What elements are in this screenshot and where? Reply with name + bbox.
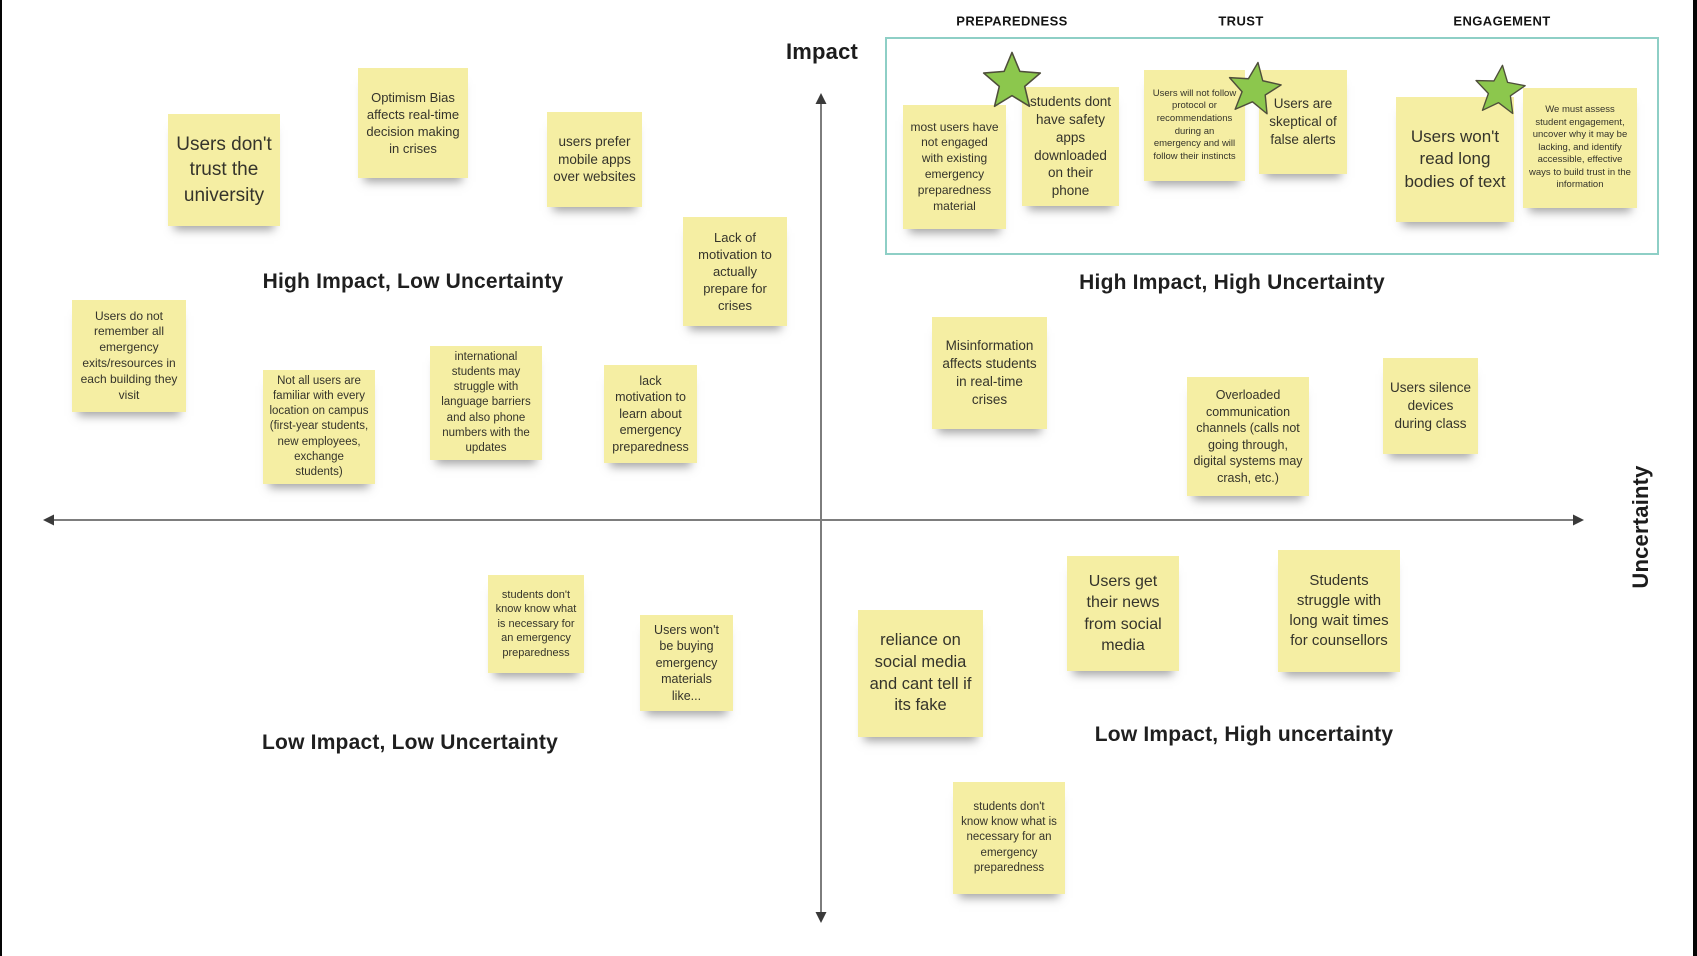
sticky-note-text: reliance on social media and cant tell i… xyxy=(869,630,972,715)
sticky-note[interactable]: Users won't be buying emergency material… xyxy=(640,615,733,711)
sticky-note[interactable]: lack motivation to learn about emergency… xyxy=(604,365,697,463)
sticky-note[interactable]: students dont have safety apps downloade… xyxy=(1022,87,1119,206)
sticky-note[interactable]: Optimism Bias affects real-time decision… xyxy=(358,68,468,178)
sticky-note-text: students dont have safety apps downloade… xyxy=(1029,94,1112,199)
sticky-note[interactable]: students don't know know what is necessa… xyxy=(488,575,584,673)
sticky-note-text: most users have not engaged with existin… xyxy=(910,119,999,213)
sticky-note[interactable]: reliance on social media and cant tell i… xyxy=(858,610,983,737)
sticky-note[interactable]: most users have not engaged with existin… xyxy=(903,105,1006,229)
category-header-trust: TRUST xyxy=(1218,13,1264,29)
sticky-note[interactable]: Users won't read long bodies of text xyxy=(1396,97,1514,222)
sticky-note-text: lack motivation to learn about emergency… xyxy=(612,373,689,454)
quadrant-label-high-impact-high-uncertainty: High Impact, High Uncertainty xyxy=(1079,271,1385,294)
sticky-note[interactable]: Overloaded communication channels (calls… xyxy=(1187,377,1309,496)
sticky-note[interactable]: Lack of motivation to actually prepare f… xyxy=(683,217,787,326)
sticky-note-text: Users won't be buying emergency material… xyxy=(654,622,719,703)
sticky-note-text: users prefer mobile apps over websites xyxy=(553,133,636,185)
left-edge-bar xyxy=(0,0,2,956)
sticky-note-text: students don't know know what is necessa… xyxy=(495,588,577,659)
sticky-note-text: Users get their news from social media xyxy=(1084,573,1162,654)
quadrant-label-low-impact-low-uncertainty: Low Impact, Low Uncertainty xyxy=(262,731,558,754)
sticky-note-text: Misinformation affects students in real-… xyxy=(942,338,1037,407)
sticky-note-text: Not all users are familiar with every lo… xyxy=(269,374,369,478)
sticky-note-text: students don't know know what is necessa… xyxy=(961,801,1057,874)
sticky-note[interactable]: Misinformation affects students in real-… xyxy=(932,317,1047,429)
sticky-note-text: international students may struggle with… xyxy=(441,350,531,454)
sticky-note[interactable]: Users do not remember all emergency exit… xyxy=(72,300,186,412)
uncertainty-axis-label: Uncertainty xyxy=(1628,465,1653,589)
sticky-note[interactable]: Users get their news from social media xyxy=(1067,556,1179,671)
sticky-note-text: Users are skeptical of false alerts xyxy=(1269,96,1337,147)
sticky-note[interactable]: Students struggle with long wait times f… xyxy=(1278,550,1400,672)
sticky-note-text: We must assess student engagement, uncov… xyxy=(1529,104,1631,191)
sticky-note-text: Users won't read long bodies of text xyxy=(1404,126,1506,191)
right-edge-bar xyxy=(1693,0,1697,956)
sticky-note[interactable]: Not all users are familiar with every lo… xyxy=(263,370,375,484)
quadrant-label-high-impact-low-uncertainty: High Impact, Low Uncertainty xyxy=(262,270,564,293)
quadrant-label-low-impact-high-uncertainty: Low Impact, High uncertainty xyxy=(1094,723,1394,746)
theme-group-frame[interactable] xyxy=(885,37,1659,255)
sticky-note[interactable]: users prefer mobile apps over websites xyxy=(547,112,642,207)
sticky-note[interactable]: We must assess student engagement, uncov… xyxy=(1523,88,1637,208)
sticky-note[interactable]: Users will not follow protocol or recomm… xyxy=(1144,70,1245,181)
star-trust-icon[interactable] xyxy=(1222,56,1286,118)
sticky-note[interactable]: students don't know know what is necessa… xyxy=(953,782,1065,894)
sticky-note[interactable]: Users don't trust the university xyxy=(168,114,280,226)
category-header-engagement: ENGAGEMENT xyxy=(1453,13,1551,29)
sticky-note-text: Users will not follow protocol or recomm… xyxy=(1152,87,1237,162)
sticky-note-text: Users do not remember all emergency exit… xyxy=(80,308,178,402)
sticky-note-text: Students struggle with long wait times f… xyxy=(1289,572,1389,649)
category-header-preparedness: PREPAREDNESS xyxy=(956,13,1068,29)
sticky-note[interactable]: Users silence devices during class xyxy=(1383,358,1478,454)
star-preparedness-icon[interactable] xyxy=(981,50,1043,110)
sticky-note[interactable]: Users are skeptical of false alerts xyxy=(1259,70,1347,174)
sticky-note-text: Optimism Bias affects real-time decision… xyxy=(366,89,460,157)
impact-axis-label: Impact xyxy=(785,39,859,64)
sticky-note[interactable]: international students may struggle with… xyxy=(430,346,542,460)
sticky-note-text: Users don't trust the university xyxy=(176,134,272,206)
sticky-note-text: Users silence devices during class xyxy=(1389,380,1472,431)
sticky-note-text: Overloaded communication channels (calls… xyxy=(1193,388,1303,485)
star-engagement-icon[interactable] xyxy=(1470,60,1529,117)
sticky-note-text: Lack of motivation to actually prepare f… xyxy=(698,229,772,314)
